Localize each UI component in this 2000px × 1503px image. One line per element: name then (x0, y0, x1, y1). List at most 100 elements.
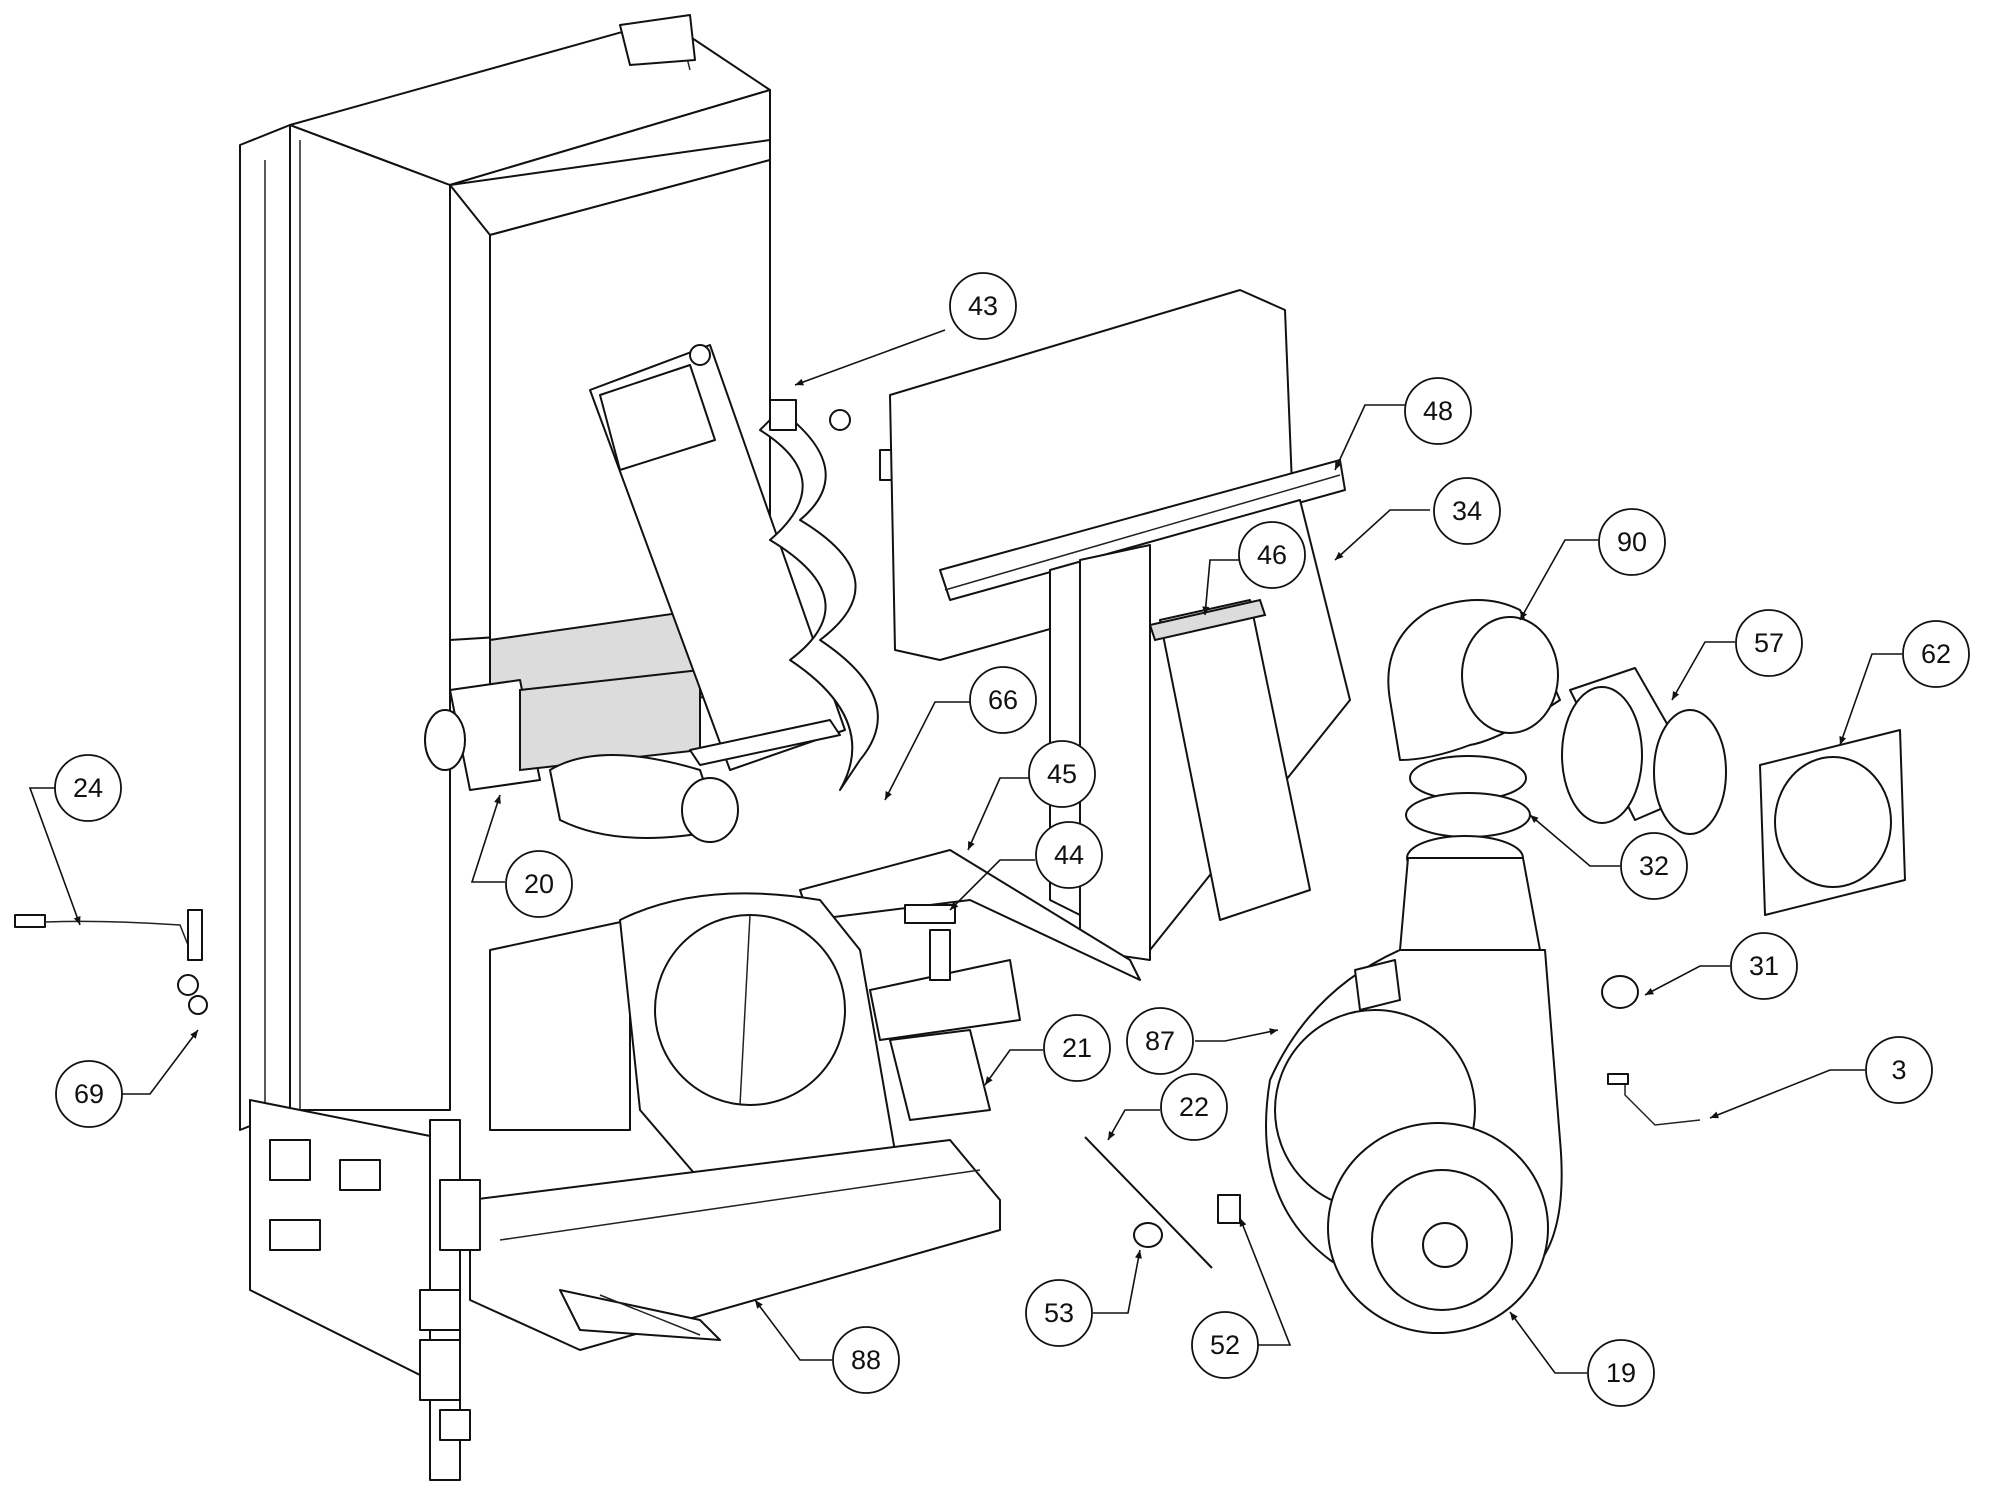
callout-label: 62 (1921, 639, 1951, 669)
callout-circle (55, 1060, 123, 1128)
callout-label: 3 (1891, 1055, 1906, 1085)
callout-label: 45 (1047, 759, 1077, 789)
callout-label: 22 (1179, 1092, 1209, 1122)
leader-line-48 (1334, 404, 1405, 471)
leader-arrow-62 (1839, 736, 1847, 745)
leader-line-88 (754, 1299, 832, 1361)
callout-label: 46 (1257, 540, 1287, 570)
callout-46: 46 (1238, 521, 1306, 589)
leader-line-32 (1529, 814, 1620, 867)
temperature-sensor (14, 909, 208, 1015)
leader-arrow-87 (1269, 1028, 1278, 1036)
gasket-plate (1759, 729, 1906, 916)
leader-arrow-66 (885, 791, 892, 800)
callout-label: 34 (1452, 496, 1482, 526)
callout-circle (1025, 1279, 1093, 1347)
callout-label: 88 (851, 1345, 881, 1375)
leader-arrow-32 (1530, 815, 1539, 824)
side-panels (1049, 499, 1351, 961)
callout-label: 44 (1054, 840, 1084, 870)
combustion-chamber (489, 892, 901, 1181)
callout-90: 90 (1598, 508, 1666, 576)
leader-arrow-44 (950, 901, 959, 910)
callout-label: 90 (1617, 527, 1647, 557)
callout-circle (1735, 609, 1803, 677)
callout-45: 45 (1028, 740, 1096, 808)
callout-53: 53 (1025, 1279, 1093, 1347)
callout-44: 44 (1035, 821, 1103, 889)
callout-label: 69 (74, 1079, 104, 1109)
leader-line-52 (1239, 1217, 1292, 1346)
callout-circle (949, 272, 1017, 340)
callout-circle (1238, 521, 1306, 589)
leader-arrow-3 (1710, 1111, 1719, 1119)
callout-label: 53 (1044, 1298, 1074, 1328)
leader-arrow-31 (1645, 988, 1654, 995)
elbow-pipe (1387, 599, 1561, 951)
callout-3: 3 (1865, 1036, 1933, 1104)
callout-label: 57 (1754, 628, 1784, 658)
leader-line-22 (1107, 1109, 1160, 1141)
leader-line-31 (1644, 965, 1730, 996)
leader-line-43 (794, 329, 946, 386)
callout-43: 43 (949, 272, 1017, 340)
callout-circle (1598, 508, 1666, 576)
callout-circle (54, 754, 122, 822)
leader-line-46 (1204, 559, 1240, 616)
callout-label: 21 (1062, 1033, 1092, 1063)
leader-line-19 (1509, 1311, 1587, 1374)
leader-line-53 (1093, 1249, 1141, 1314)
callout-88: 88 (832, 1326, 900, 1394)
callout-label: 87 (1145, 1026, 1175, 1056)
callout-66: 66 (969, 666, 1037, 734)
gear-motor (424, 668, 739, 843)
auger-assembly (589, 344, 911, 791)
callout-87: 87 (1126, 1007, 1194, 1075)
callout-24: 24 (54, 754, 122, 822)
pipe-coupler (1561, 667, 1727, 835)
callout-label: 19 (1606, 1358, 1636, 1388)
leader-arrow-90 (1520, 611, 1528, 620)
callout-label: 24 (73, 773, 103, 803)
callout-34: 34 (1433, 477, 1501, 545)
callout-48: 48 (1404, 377, 1472, 445)
callout-22: 22 (1160, 1073, 1228, 1141)
leader-arrow-43 (795, 378, 804, 386)
igniter-assembly (869, 904, 1021, 1121)
callout-circle (1620, 832, 1688, 900)
leader-arrow-24 (73, 916, 81, 925)
leader-line-57 (1671, 641, 1735, 701)
callout-label: 31 (1749, 951, 1779, 981)
leader-arrow-69 (190, 1030, 198, 1039)
leader-line-90 (1519, 539, 1598, 621)
leader-arrow-19 (1510, 1312, 1518, 1321)
callout-62: 62 (1902, 620, 1970, 688)
callout-circle (1404, 377, 1472, 445)
callout-circle (832, 1326, 900, 1394)
callout-52: 52 (1191, 1311, 1259, 1379)
leader-line-62 (1839, 653, 1902, 746)
leader-line-87 (1195, 1029, 1279, 1042)
leader-line-34 (1334, 509, 1430, 561)
leader-arrow-20 (494, 795, 501, 804)
leader-line-24 (28, 787, 81, 926)
callout-circle (1730, 932, 1798, 1000)
leader-line-3 (1709, 1069, 1865, 1119)
callout-label: 20 (524, 869, 554, 899)
callout-circle (1902, 620, 1970, 688)
leader-line-69 (122, 1029, 199, 1095)
leader-line-66 (884, 701, 970, 801)
leader-arrow-21 (985, 1076, 993, 1085)
small-parts (1084, 975, 1701, 1269)
leader-arrow-45 (968, 841, 975, 850)
callout-circle (1035, 821, 1103, 889)
callout-circle (1191, 1311, 1259, 1379)
callout-circle (1865, 1036, 1933, 1104)
callout-69: 69 (55, 1060, 123, 1128)
callout-circle (505, 850, 573, 918)
leader-lines (28, 329, 1902, 1374)
callout-circle (1028, 740, 1096, 808)
callout-circle (1043, 1014, 1111, 1082)
callout-20: 20 (505, 850, 573, 918)
